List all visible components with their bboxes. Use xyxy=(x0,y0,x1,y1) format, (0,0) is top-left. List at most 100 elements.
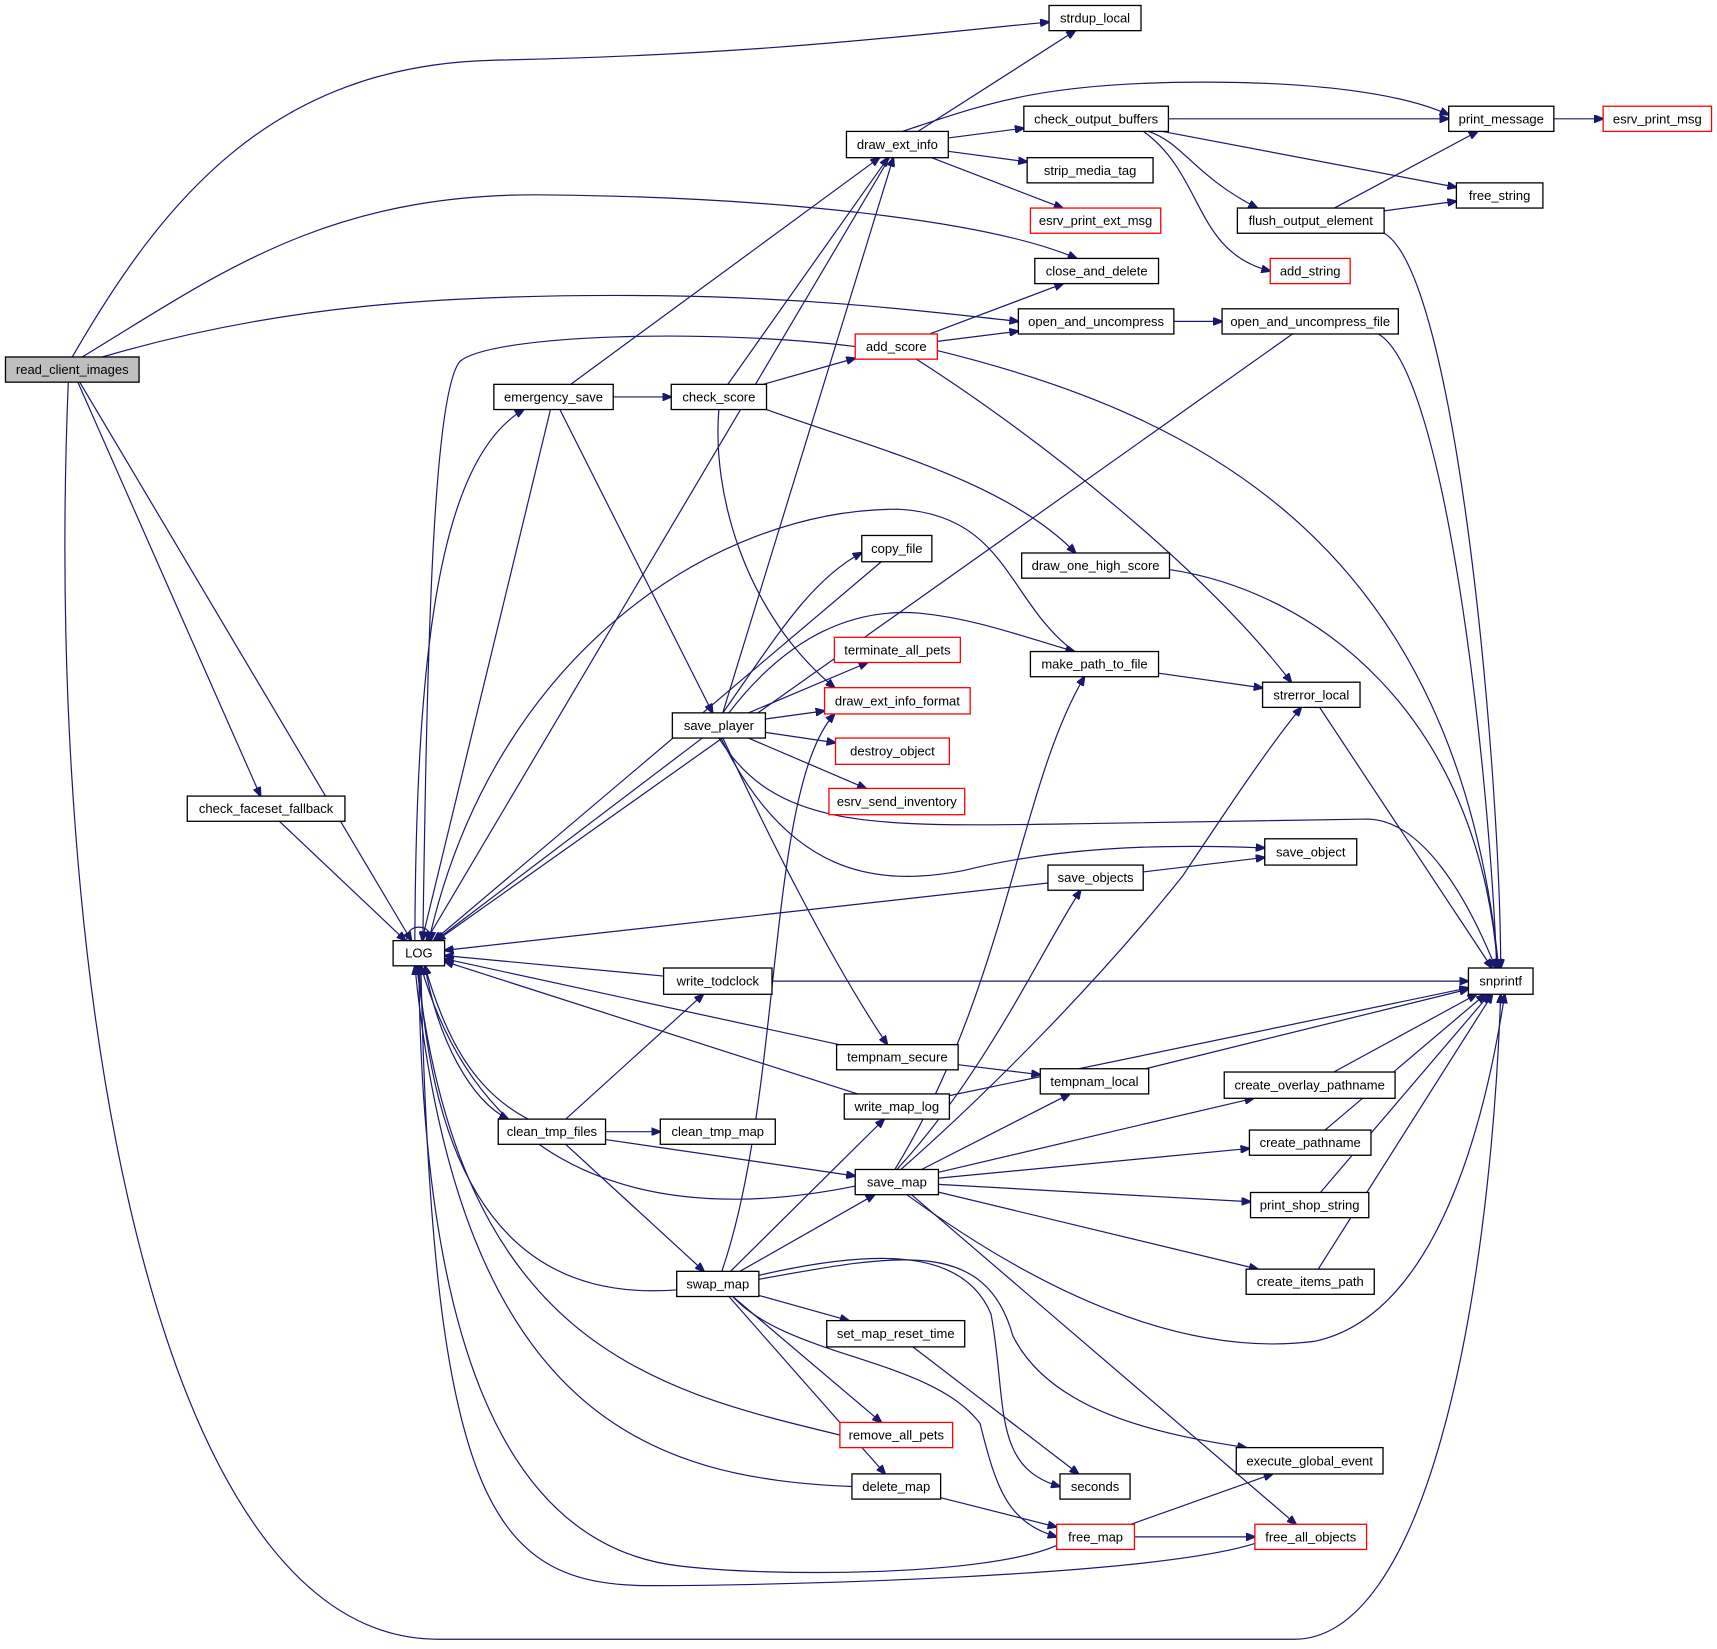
node-box[interactable] xyxy=(1467,967,1534,995)
node-write-map-log[interactable]: write_map_log xyxy=(843,1093,951,1120)
node-box[interactable] xyxy=(854,1168,940,1196)
node-box[interactable] xyxy=(839,1421,954,1449)
node-box[interactable] xyxy=(497,1118,607,1145)
node-free-string[interactable]: free_string xyxy=(1455,182,1544,209)
node-emergency-save[interactable]: emergency_save xyxy=(493,383,614,411)
node-esrv-print-ext-msg[interactable]: esrv_print_ext_msg xyxy=(1029,207,1162,234)
node-check-faceset-fallback[interactable]: check_faceset_fallback xyxy=(186,795,346,822)
node-box[interactable] xyxy=(392,939,446,967)
node-save-objects[interactable]: save_objects xyxy=(1047,864,1144,891)
node-create-items-path[interactable]: create_items_path xyxy=(1245,1268,1375,1295)
node-clean-tmp-map[interactable]: clean_tmp_map xyxy=(659,1118,776,1145)
node-box[interactable] xyxy=(851,1473,942,1500)
node-clean-tmp-files[interactable]: clean_tmp_files xyxy=(497,1118,607,1145)
node-box[interactable] xyxy=(1039,1068,1150,1095)
node-free-map[interactable]: free_map xyxy=(1056,1523,1136,1551)
node-save-map[interactable]: save_map xyxy=(854,1168,940,1196)
node-make-path-to-file[interactable]: make_path_to_file xyxy=(1029,650,1160,678)
node-box[interactable] xyxy=(493,383,614,411)
node-box[interactable] xyxy=(1448,105,1555,133)
node-box[interactable] xyxy=(828,787,966,816)
node-read-client-images[interactable]: read_client_images xyxy=(4,356,140,383)
node-save-player[interactable]: save_player xyxy=(671,712,767,739)
node-LOG[interactable]: LOG xyxy=(392,939,446,967)
node-remove-all-pets[interactable]: remove_all_pets xyxy=(839,1421,954,1449)
node-box[interactable] xyxy=(1026,157,1154,184)
node-print-shop-string[interactable]: print_shop_string xyxy=(1249,1191,1370,1219)
node-box[interactable] xyxy=(1048,4,1142,32)
node-box[interactable] xyxy=(4,356,140,383)
node-box[interactable] xyxy=(1059,1473,1131,1500)
node-box[interactable] xyxy=(659,1118,776,1145)
node-box[interactable] xyxy=(823,687,971,715)
node-delete-map[interactable]: delete_map xyxy=(851,1473,942,1500)
node-box[interactable] xyxy=(833,636,961,664)
node-draw-ext-info[interactable]: draw_ext_info xyxy=(845,130,949,159)
node-seconds[interactable]: seconds xyxy=(1059,1473,1131,1500)
node-set-map-reset-time[interactable]: set_map_reset_time xyxy=(826,1319,966,1348)
node-box[interactable] xyxy=(1056,1523,1136,1551)
node-box[interactable] xyxy=(1034,257,1160,285)
node-box[interactable] xyxy=(834,737,951,765)
node-esrv-print-msg[interactable]: esrv_print_msg xyxy=(1602,105,1713,133)
node-box[interactable] xyxy=(1029,650,1160,678)
node-execute-global-event[interactable]: execute_global_event xyxy=(1235,1446,1384,1475)
node-box[interactable] xyxy=(1047,864,1144,891)
node-draw-one-high-score[interactable]: draw_one_high_score xyxy=(1021,552,1171,579)
node-box[interactable] xyxy=(861,534,933,563)
node-box[interactable] xyxy=(845,130,949,159)
node-box[interactable] xyxy=(670,383,768,411)
node-tempnam-secure[interactable]: tempnam_secure xyxy=(835,1044,959,1071)
node-free-all-objects[interactable]: free_all_objects xyxy=(1254,1523,1368,1551)
node-check-score[interactable]: check_score xyxy=(670,383,768,411)
node-snprintf[interactable]: snprintf xyxy=(1467,967,1534,995)
node-box[interactable] xyxy=(1261,681,1361,709)
node-box[interactable] xyxy=(1235,1446,1384,1475)
node-box[interactable] xyxy=(1029,207,1162,234)
node-box[interactable] xyxy=(1245,1268,1375,1295)
node-box[interactable] xyxy=(662,967,773,995)
node-box[interactable] xyxy=(186,795,346,822)
node-add-score[interactable]: add_score xyxy=(854,333,938,360)
node-close-and-delete[interactable]: close_and_delete xyxy=(1034,257,1160,285)
node-box[interactable] xyxy=(1269,257,1351,285)
node-box[interactable] xyxy=(1249,1191,1370,1219)
node-box[interactable] xyxy=(1602,105,1713,133)
node-box[interactable] xyxy=(843,1093,951,1120)
node-box[interactable] xyxy=(826,1319,966,1348)
node-box[interactable] xyxy=(1223,1071,1396,1099)
node-strip-media-tag[interactable]: strip_media_tag xyxy=(1026,157,1154,184)
node-save-object[interactable]: save_object xyxy=(1264,838,1358,866)
node-box[interactable] xyxy=(1017,308,1175,335)
node-box[interactable] xyxy=(1248,1129,1372,1156)
node-esrv-send-inventory[interactable]: esrv_send_inventory xyxy=(828,787,966,816)
node-box[interactable] xyxy=(1264,838,1358,866)
node-copy-file[interactable]: copy_file xyxy=(861,534,933,563)
node-swap-map[interactable]: swap_map xyxy=(676,1270,760,1298)
node-box[interactable] xyxy=(1236,207,1385,234)
node-create-overlay-pathname[interactable]: create_overlay_pathname xyxy=(1223,1071,1396,1099)
node-terminate-all-pets[interactable]: terminate_all_pets xyxy=(833,636,961,664)
node-box[interactable] xyxy=(1221,308,1399,335)
node-box[interactable] xyxy=(1455,182,1544,209)
node-add-string[interactable]: add_string xyxy=(1269,257,1351,285)
node-print-message[interactable]: print_message xyxy=(1448,105,1555,133)
node-draw-ext-info-format[interactable]: draw_ext_info_format xyxy=(823,687,971,715)
node-flush-output-element[interactable]: flush_output_element xyxy=(1236,207,1385,234)
node-open-and-uncompress[interactable]: open_and_uncompress xyxy=(1017,308,1175,335)
node-write-todclock[interactable]: write_todclock xyxy=(662,967,773,995)
node-check-output-buffers[interactable]: check_output_buffers xyxy=(1023,105,1170,133)
node-box[interactable] xyxy=(835,1044,959,1071)
node-box[interactable] xyxy=(1021,552,1171,579)
node-box[interactable] xyxy=(854,333,938,360)
node-tempnam-local[interactable]: tempnam_local xyxy=(1039,1068,1150,1095)
node-box[interactable] xyxy=(1023,105,1170,133)
node-create-pathname[interactable]: create_pathname xyxy=(1248,1129,1372,1156)
node-strdup-local[interactable]: strdup_local xyxy=(1048,4,1142,32)
node-box[interactable] xyxy=(1254,1523,1368,1551)
node-destroy-object[interactable]: destroy_object xyxy=(834,737,951,765)
node-box[interactable] xyxy=(676,1270,760,1298)
node-open-and-uncompress-file[interactable]: open_and_uncompress_file xyxy=(1221,308,1399,335)
node-box[interactable] xyxy=(671,712,767,739)
node-strerror-local[interactable]: strerror_local xyxy=(1261,681,1361,709)
